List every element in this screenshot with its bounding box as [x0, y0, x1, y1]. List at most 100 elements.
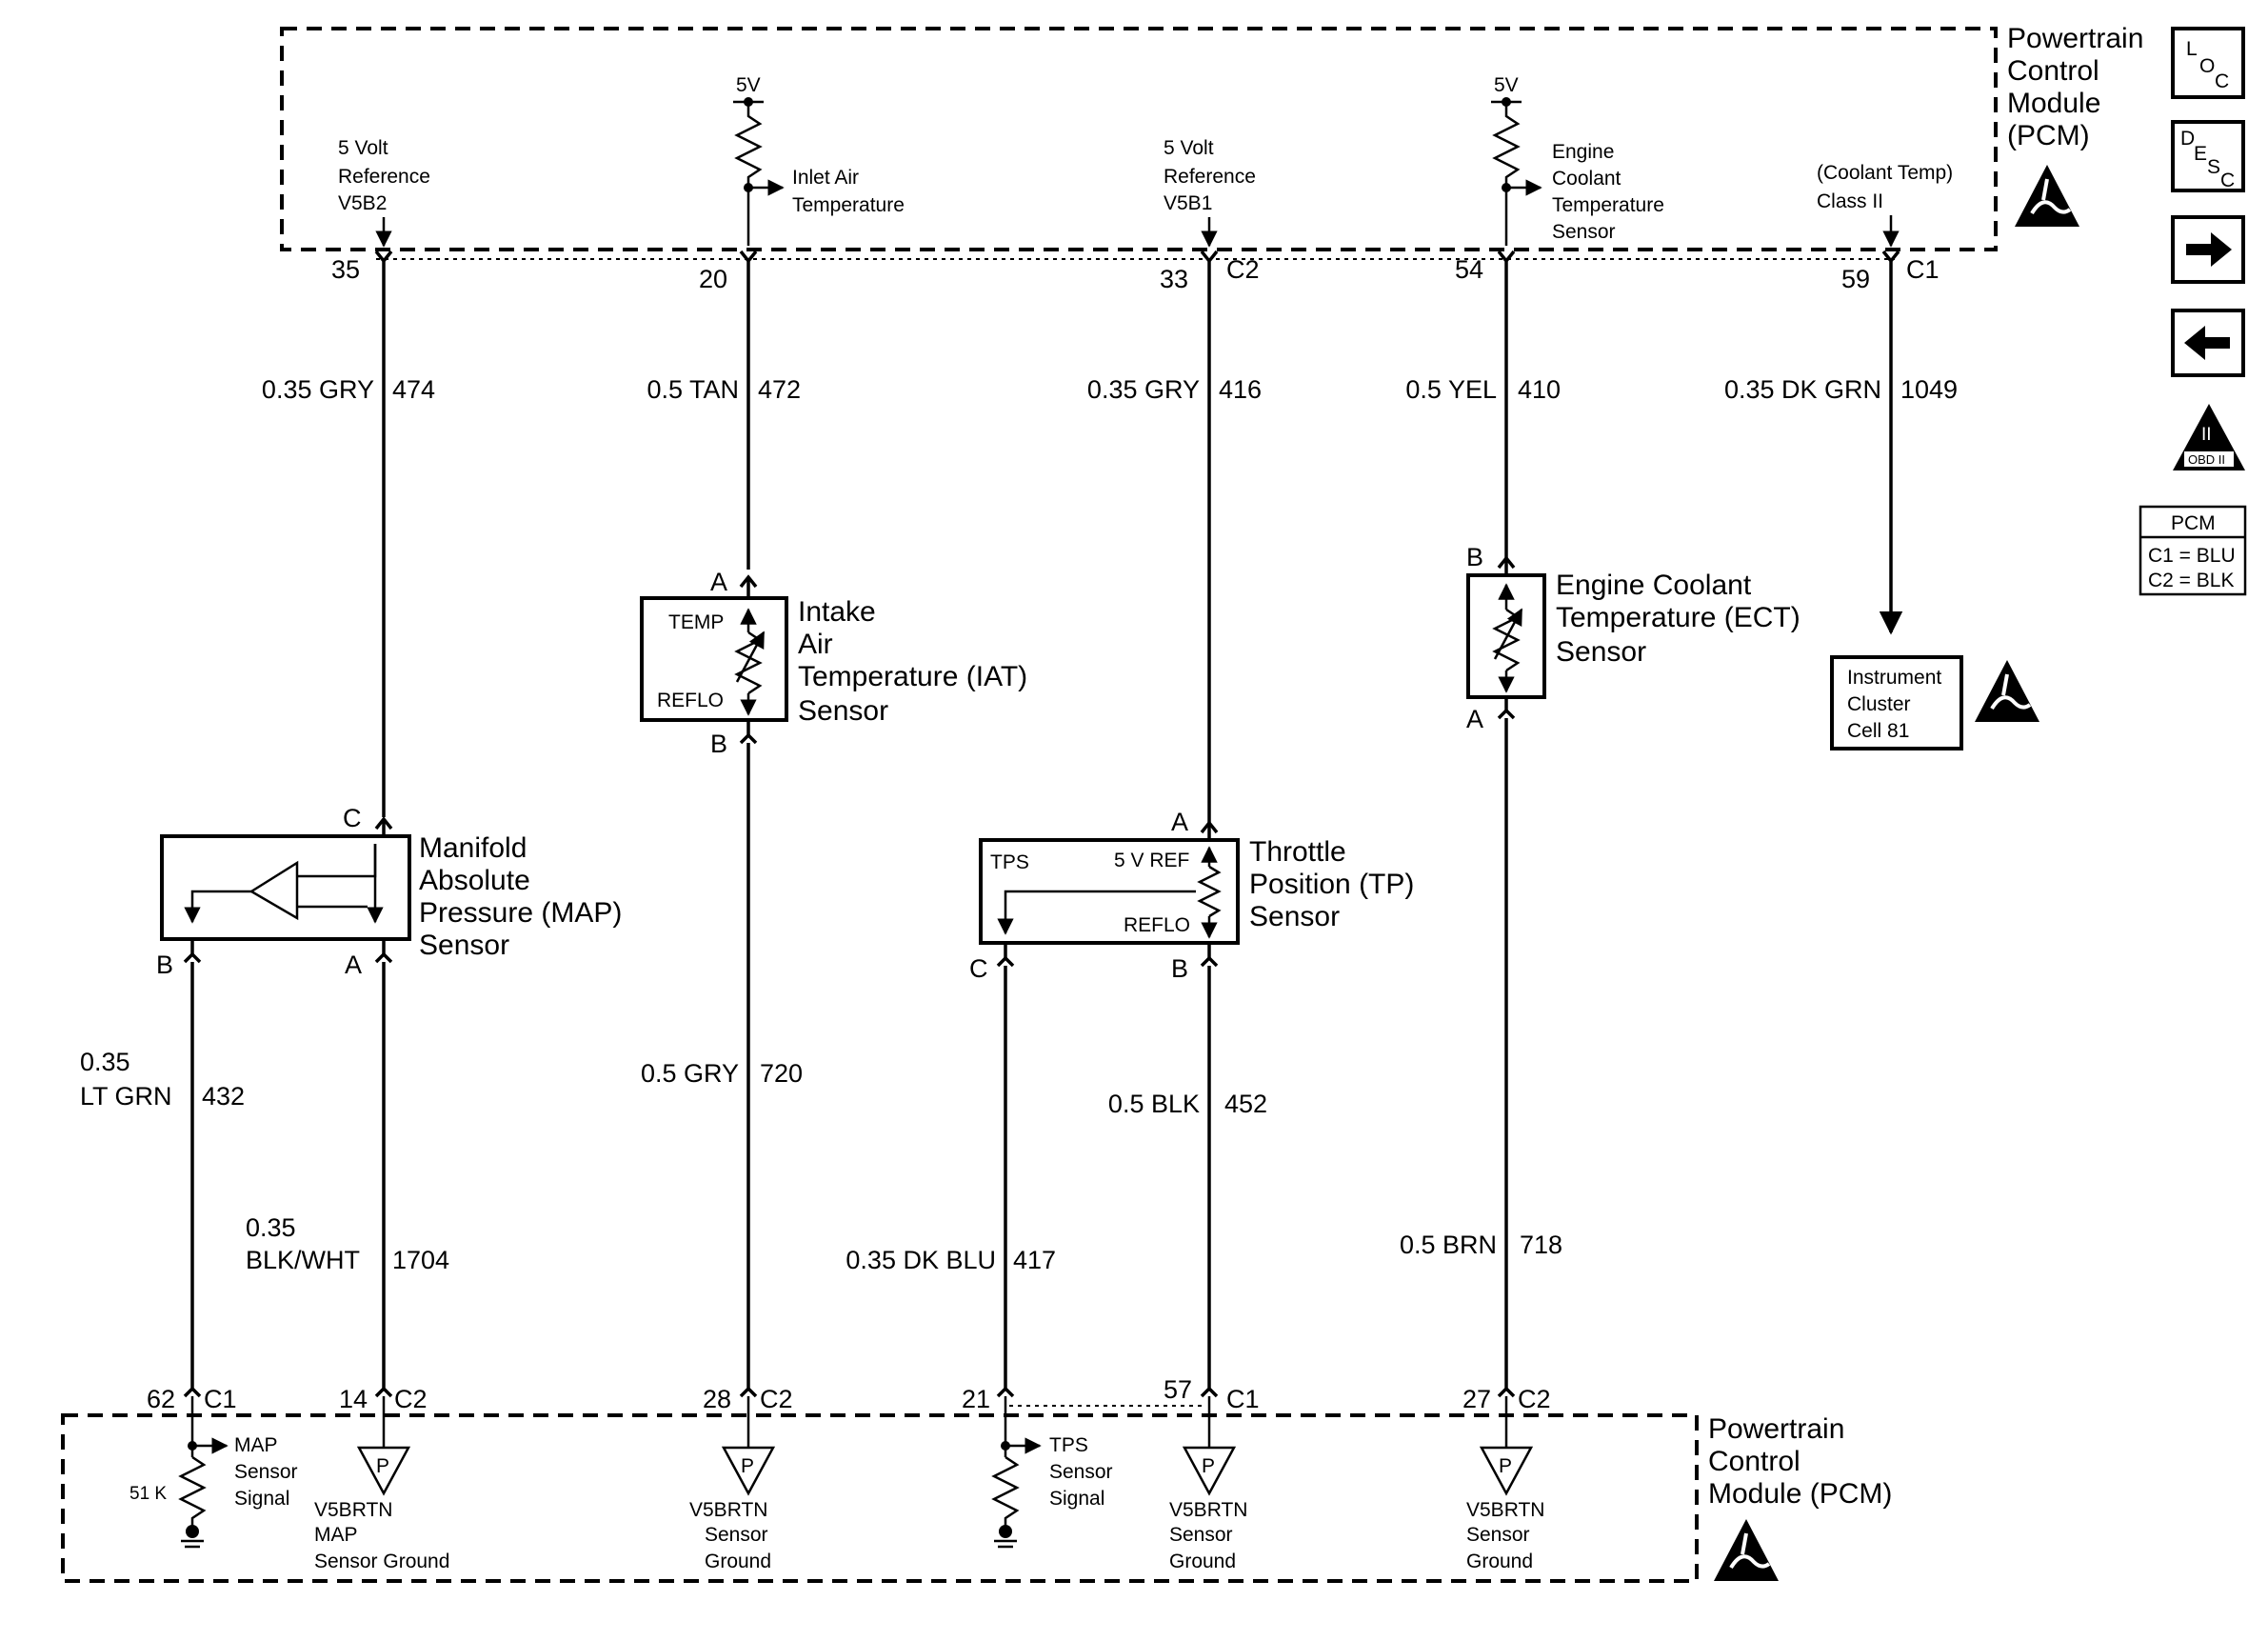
- cluster-label-line: Cell 81: [1847, 720, 1909, 742]
- wire-circuit-label: 474: [392, 375, 435, 404]
- pullup-resistor-icon: [1492, 102, 1521, 246]
- signal-label-line: Signal: [234, 1488, 289, 1510]
- pcm-table-row: C2 = BLK: [2148, 570, 2234, 591]
- ref-label-line: Engine: [1552, 141, 1614, 163]
- wire-color-label: LT GRN: [80, 1082, 172, 1111]
- ground-label-line: V5BRTN: [314, 1499, 392, 1521]
- bottom-wires: [183, 718, 1516, 1398]
- connector-id: C1: [1226, 1385, 1260, 1413]
- desc-letter: E: [2194, 143, 2207, 165]
- pin-letter: A: [1466, 705, 1483, 733]
- wire-color-label: 0.35: [80, 1048, 130, 1076]
- pcm-bottom-boundary: [61, 1413, 1699, 1583]
- pcm-top-title-line: Powertrain: [2007, 23, 2143, 54]
- pin-number: 20: [699, 265, 727, 293]
- ref-label-line: Temperature: [792, 194, 905, 216]
- loc-button[interactable]: L O C: [2171, 27, 2245, 99]
- pin-number: 54: [1455, 255, 1483, 284]
- ref-label-line: V5B2: [338, 192, 387, 214]
- pin-connector-icon: [183, 951, 202, 964]
- sensor-label-line: Sensor: [798, 695, 888, 727]
- pin-connector-icon: [374, 951, 393, 964]
- cluster-label-line: Cluster: [1847, 693, 1911, 715]
- sensor-label-line: Sensor: [1556, 636, 1646, 668]
- resistor-value: 51 K: [129, 1484, 167, 1504]
- pin-connector-icon: [739, 732, 758, 745]
- pin-letter: B: [710, 730, 727, 758]
- ref-label-line: Temperature: [1552, 194, 1664, 216]
- wire-410: [1497, 250, 1516, 560]
- next-page-button[interactable]: [2171, 215, 2245, 284]
- p-mark: P: [376, 1455, 389, 1477]
- wire-color-label: 0.5 BLK: [1108, 1090, 1200, 1118]
- sensor-label-line: Position (TP): [1249, 869, 1414, 900]
- desc-button[interactable]: D E S C: [2171, 120, 2245, 192]
- ref-label-line: Inlet Air: [792, 167, 859, 189]
- wire-416: [1200, 250, 1219, 825]
- wire-720: [739, 743, 758, 1398]
- pin-number: 59: [1841, 265, 1870, 293]
- wire-color-label: 0.5 GRY: [641, 1059, 739, 1088]
- wire-circuit-label: 720: [760, 1059, 803, 1088]
- obd-ii-plate: [2184, 451, 2234, 467]
- pin-number: 33: [1160, 265, 1188, 293]
- connector-id: C1: [204, 1385, 237, 1413]
- sensor-label-line: Sensor: [1249, 901, 1340, 932]
- ground-triangle-icon: [1479, 1446, 1534, 1496]
- connector-id: C1: [1906, 255, 1940, 284]
- pin-letter: C: [969, 954, 988, 983]
- wire-417: [996, 966, 1015, 1398]
- wire-circuit-label: 472: [758, 375, 801, 404]
- ground-label-line: Ground: [1169, 1551, 1236, 1572]
- instrument-cluster-box: [1830, 655, 1963, 750]
- pcm-connector-table: PCM C1 = BLU C2 = BLK: [2139, 505, 2247, 596]
- ref-label-line: (Coolant Temp): [1817, 162, 1953, 184]
- obd-ii-text: OBD II: [2188, 452, 2225, 467]
- top-wires: [374, 250, 1899, 825]
- loc-box: [2171, 27, 2245, 99]
- wire-circuit-label: 718: [1520, 1231, 1562, 1259]
- ref-5v-v5b2: 5 Volt Reference V5B2: [338, 137, 430, 248]
- sensor-label-line: Manifold: [419, 832, 527, 864]
- five-volt-label: 5V: [1494, 74, 1519, 96]
- p-mark: P: [1499, 1455, 1512, 1477]
- pcm-top-boundary: [280, 27, 1998, 251]
- ref-label-line: Class II: [1817, 190, 1883, 212]
- wire-color-label: BLK/WHT: [246, 1246, 360, 1274]
- ect-sensor: B A Engine Coolant Temperature (ECT) Sen…: [1466, 543, 1800, 733]
- loc-letter: L: [2186, 38, 2198, 60]
- sensor-label-line: Pressure (MAP): [419, 897, 622, 929]
- ref-label-line: 5 Volt: [1164, 137, 1214, 159]
- wire-color-label: 0.35 DK GRN: [1724, 375, 1881, 404]
- ref-5v-v5b1: 5 Volt Reference V5B1: [1164, 137, 1256, 248]
- ground-label-line: Ground: [705, 1551, 771, 1572]
- wire-718: [1497, 718, 1516, 1398]
- variable-arrow-icon: [1493, 608, 1523, 660]
- obd-ii-button[interactable]: II OBD II: [2173, 404, 2245, 470]
- pullup-resistor-icon: [178, 1455, 207, 1528]
- pin-number: 27: [1462, 1385, 1491, 1413]
- sensor-label-line: Engine Coolant: [1556, 570, 1752, 601]
- pin-letter: B: [1466, 543, 1483, 571]
- iat-sensor-box: [640, 596, 788, 722]
- tp-sensor: A TPS 5 V REF REFLO C B Throttle Positio…: [969, 808, 1414, 983]
- ground-triangle-icon: [1182, 1446, 1237, 1496]
- wire-472: [739, 250, 758, 570]
- wire-color-label: 0.35: [246, 1213, 296, 1242]
- pin-connector-icon: [996, 955, 1015, 968]
- pcm-top-pins: 35 20 33 C2 54 59 C1: [331, 255, 1940, 293]
- desc-letter: C: [2220, 170, 2235, 191]
- sensor-label-line: Absolute: [419, 865, 530, 896]
- reflo-label: REFLO: [1124, 914, 1190, 936]
- sensor-ground-3: P V5BRTN Sensor Ground: [1169, 1396, 1247, 1572]
- pin-connector-icon: [1200, 955, 1219, 968]
- previous-page-button[interactable]: [2171, 309, 2245, 377]
- esd-warning-icon: [1714, 1519, 1779, 1581]
- loc-letter: C: [2215, 70, 2229, 92]
- pin-letter: C: [343, 804, 362, 832]
- esd-warning-icon: [2015, 165, 2079, 227]
- ref-label-line: Reference: [338, 166, 430, 188]
- wiper-arrow-icon: [997, 890, 1196, 935]
